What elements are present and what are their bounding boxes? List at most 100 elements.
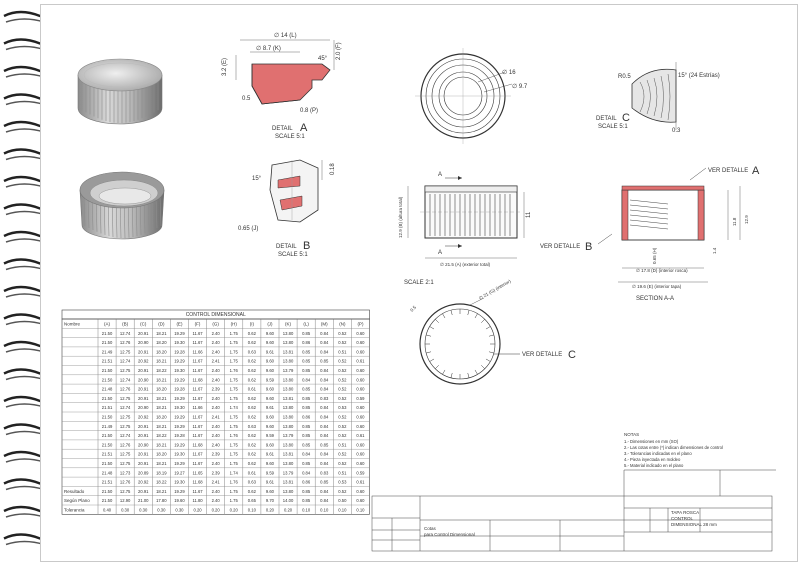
table-cell: 2.40 bbox=[212, 442, 221, 447]
table-cell: 9.61 bbox=[266, 452, 275, 457]
section-a-a-view bbox=[597, 167, 741, 283]
detail-c-dim-0: 15° (24 Estrías) bbox=[678, 73, 720, 79]
side-view-dim-0: 12.9 (B) (altura total) bbox=[398, 196, 403, 238]
table-row-label: Resultado bbox=[64, 489, 85, 494]
note-line: 5.- Material indicado en el plano bbox=[624, 463, 684, 468]
table-cell: 12.74 bbox=[120, 405, 131, 410]
table-cell: 0.61 bbox=[356, 480, 365, 485]
table-header: (P) bbox=[357, 322, 364, 327]
table-cell: 13.80 bbox=[283, 424, 294, 429]
table-cell: 2.40 bbox=[212, 331, 221, 336]
table-cell: 19.29 bbox=[174, 359, 185, 364]
title-block-right-2: DIMENSIONAL 28 mm bbox=[671, 522, 717, 527]
table-cell: 20.91 bbox=[138, 433, 149, 438]
table-cell: 13.79 bbox=[283, 433, 294, 438]
table-cell: 0.85 bbox=[302, 405, 311, 410]
table-cell: 12.74 bbox=[120, 377, 131, 382]
table-cell: 0.85 bbox=[302, 424, 311, 429]
table-cell: 11.65 bbox=[192, 470, 203, 475]
table-cell: 19.27 bbox=[174, 470, 185, 475]
table-cell: 21.48 bbox=[102, 387, 113, 392]
table-cell: 21.51 bbox=[102, 359, 113, 364]
table-title: CONTROL DIMENSIONAL bbox=[186, 312, 246, 318]
side-view-dim-1: 11 bbox=[526, 211, 532, 218]
table-cell: 11.67 bbox=[192, 461, 203, 466]
table-cell: 1.75 bbox=[230, 377, 239, 382]
section-dim-2: 12.9 bbox=[744, 215, 749, 224]
table-cell: 0.60 bbox=[356, 340, 365, 345]
table-cell: 0.60 bbox=[356, 498, 365, 503]
table-cell: 21.50 bbox=[102, 415, 113, 420]
table-cell: 20.91 bbox=[138, 349, 149, 354]
table-cell: 13.81 bbox=[283, 349, 294, 354]
table-cell: 0.85 bbox=[320, 480, 329, 485]
table-cell: 0.10 bbox=[302, 508, 311, 513]
table-cell: 0.63 bbox=[248, 480, 257, 485]
table-cell: 13.80 bbox=[283, 461, 294, 466]
table-cell: 0.85 bbox=[320, 359, 329, 364]
table-row-label: Según Plano bbox=[64, 498, 90, 503]
table-cell: 0.59 bbox=[356, 470, 365, 475]
table-cell: 0.60 bbox=[356, 349, 365, 354]
detail-a-dim-3: 2.0 (F) bbox=[336, 42, 342, 60]
table-cell: 1.75 bbox=[230, 424, 239, 429]
table-cell: 12.75 bbox=[120, 415, 131, 420]
table-cell: 13.81 bbox=[283, 452, 294, 457]
detail-c-label: DETAIL bbox=[596, 116, 617, 122]
table-cell: 19.30 bbox=[174, 452, 185, 457]
title-block-right-0: TAPA ROSCA bbox=[671, 510, 699, 515]
table-cell: 18.21 bbox=[156, 442, 167, 447]
table-cell: 0.30 bbox=[139, 508, 148, 513]
table-cell: 11.68 bbox=[192, 442, 203, 447]
table-cell: 20.91 bbox=[138, 368, 149, 373]
cap-render-bottom bbox=[79, 171, 165, 240]
table-cell: 11.67 bbox=[192, 368, 203, 373]
detail-b-dim-2: 0.18 bbox=[330, 163, 336, 175]
table-cell: 21.50 bbox=[102, 498, 113, 503]
bottom-view bbox=[419, 297, 520, 385]
table-cell: 13.80 bbox=[283, 377, 294, 382]
table-cell: 18.21 bbox=[156, 377, 167, 382]
table-cell: 20.91 bbox=[138, 331, 149, 336]
table-cell: 18.20 bbox=[156, 349, 167, 354]
table-cell: 2.40 bbox=[212, 433, 221, 438]
table-cell: 19.29 bbox=[174, 442, 185, 447]
detail-a-dim-4: 0.8 (P) bbox=[300, 108, 318, 114]
table-cell: 21.51 bbox=[102, 452, 113, 457]
table-cell: 2.40 bbox=[212, 349, 221, 354]
table-cell: 14.00 bbox=[283, 498, 294, 503]
table-cell: 0.62 bbox=[248, 415, 257, 420]
table-cell: 11.67 bbox=[192, 452, 203, 457]
bottom-view-dim-0: ∅ 21 (G) (interior) bbox=[478, 278, 512, 301]
table-cell: 0.60 bbox=[356, 452, 365, 457]
table-cell: 0.86 bbox=[302, 480, 311, 485]
table-cell: 12.76 bbox=[120, 340, 131, 345]
table-cell: 0.85 bbox=[302, 433, 311, 438]
table-cell: 13.80 bbox=[283, 442, 294, 447]
table-cell: 0.61 bbox=[248, 470, 257, 475]
table-cell: 0.85 bbox=[302, 331, 311, 336]
table-cell: 0.20 bbox=[212, 508, 221, 513]
table-cell: 0.85 bbox=[302, 349, 311, 354]
table-cell: 18.21 bbox=[156, 405, 167, 410]
table-header: (D) bbox=[158, 322, 165, 327]
table-cell: 12.75 bbox=[120, 349, 131, 354]
top-view-dim-1: ∅ 9.7 bbox=[512, 83, 528, 90]
table-cell: 20.90 bbox=[138, 340, 149, 345]
table-cell: 0.84 bbox=[320, 415, 329, 420]
table-cell: 9.59 bbox=[266, 433, 275, 438]
table-cell: 0.85 bbox=[320, 442, 329, 447]
table-cell: 0.53 bbox=[338, 405, 347, 410]
side-view-scale: SCALE 2:1 bbox=[404, 280, 434, 286]
table-cell: 13.80 bbox=[283, 489, 294, 494]
table-header: (K) bbox=[285, 322, 292, 327]
table-cell: 0.84 bbox=[302, 377, 311, 382]
table-cell: 18.21 bbox=[156, 331, 167, 336]
table-cell: 0.85 bbox=[302, 489, 311, 494]
table-cell: 0.84 bbox=[320, 331, 329, 336]
table-cell: 19.30 bbox=[174, 368, 185, 373]
table-cell: 11.80 bbox=[192, 498, 203, 503]
